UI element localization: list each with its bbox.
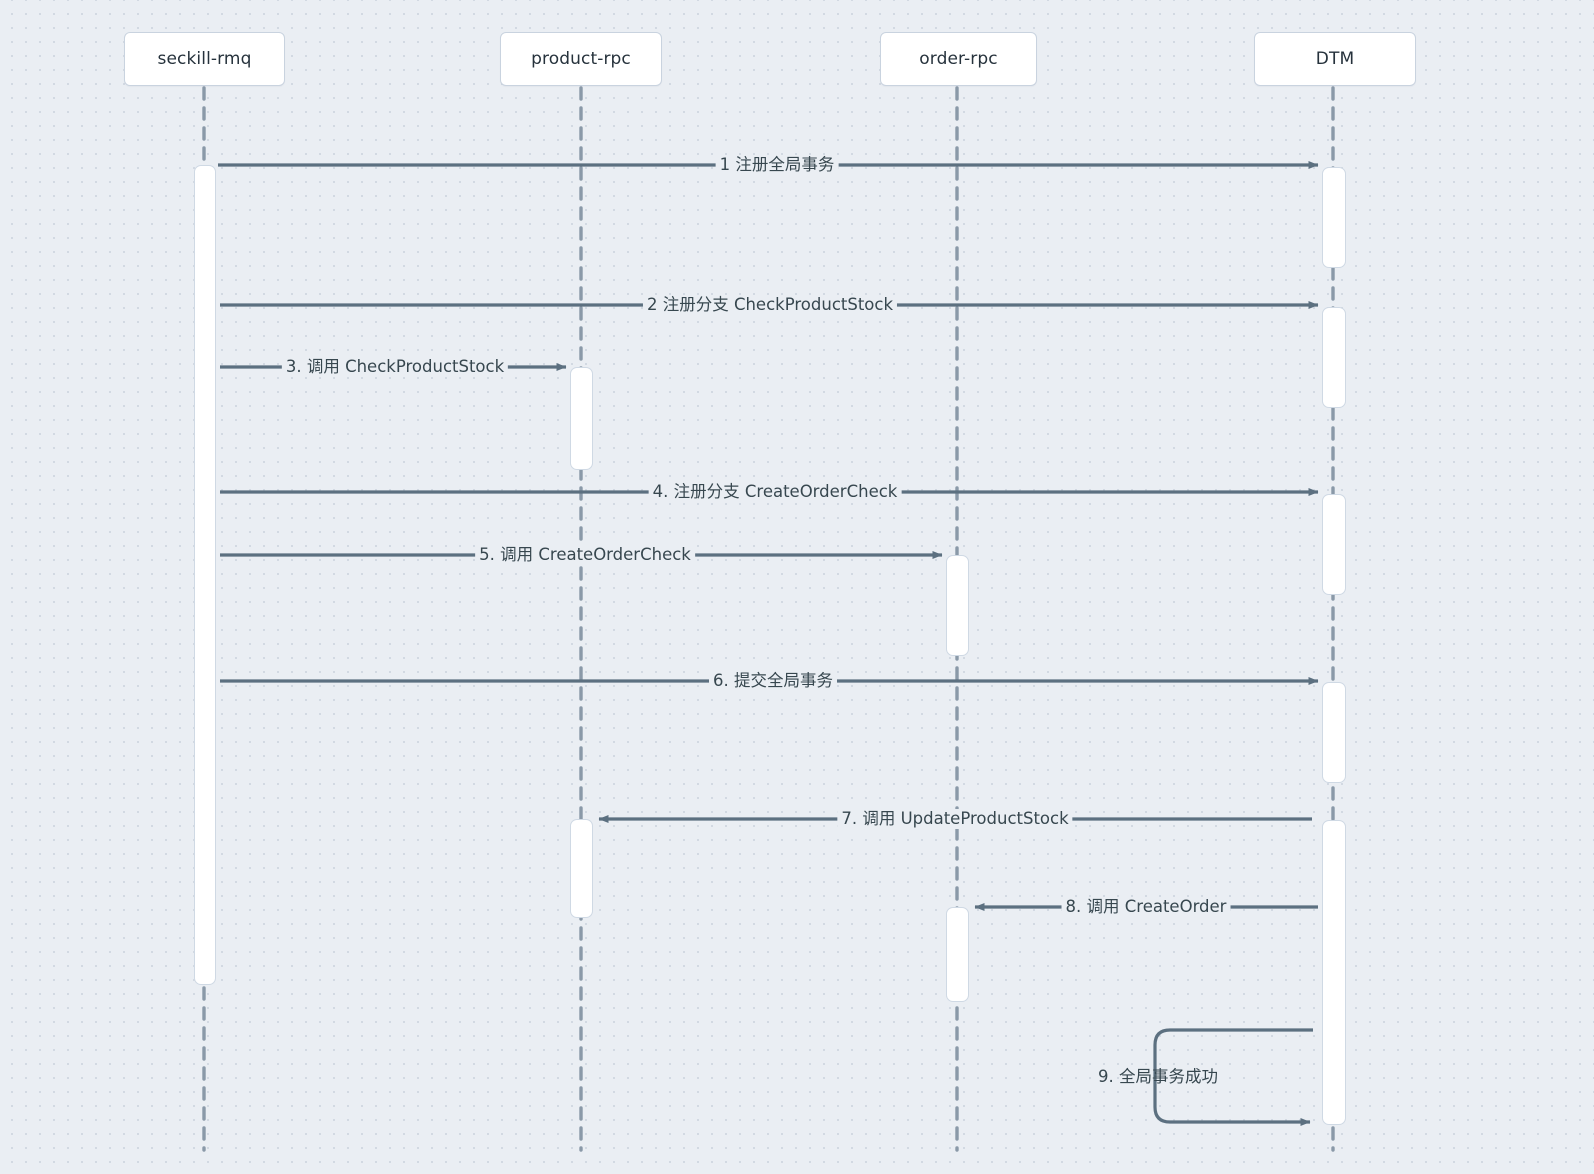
- activation-bar-product-rpc-1: [570, 367, 593, 470]
- message-label-9: 9. 全局事务成功: [1098, 1067, 1218, 1086]
- activation-bar-order-rpc-2: [946, 907, 969, 1002]
- message-arrow-9-self-loop: [1153, 1028, 1313, 1126]
- message-label-1: 1 注册全局事务: [715, 155, 839, 175]
- activation-bar-dtm-5: [1322, 820, 1346, 1125]
- message-label-3: 3. 调用 CheckProductStock: [281, 357, 509, 377]
- message-label-4: 4. 注册分支 CreateOrderCheck: [648, 482, 902, 502]
- message-label-8: 8. 调用 CreateOrder: [1061, 897, 1231, 917]
- participant-order-rpc[interactable]: order-rpc: [880, 32, 1037, 86]
- participant-dtm[interactable]: DTM: [1254, 32, 1416, 86]
- lifelines: [202, 86, 1335, 1152]
- participant-label: seckill-rmq: [157, 49, 252, 69]
- activation-bar-dtm-3: [1322, 494, 1346, 595]
- message-label-7: 7. 调用 UpdateProductStock: [837, 809, 1073, 829]
- activation-bar-dtm-1: [1322, 167, 1346, 268]
- activation-bar-dtm-4: [1322, 682, 1346, 783]
- message-label-5: 5. 调用 CreateOrderCheck: [475, 545, 695, 565]
- message-label-2: 2 注册分支 CheckProductStock: [642, 295, 898, 315]
- participant-product-rpc[interactable]: product-rpc: [500, 32, 662, 86]
- activation-bar-product-rpc-2: [570, 819, 593, 918]
- participant-label: order-rpc: [919, 49, 998, 69]
- participant-seckill-rmq[interactable]: seckill-rmq: [124, 32, 285, 86]
- message-label-6: 6. 提交全局事务: [709, 671, 837, 691]
- activation-bar-seckill-rmq-1: [194, 165, 216, 985]
- activation-bar-order-rpc-1: [946, 555, 969, 656]
- participant-label: product-rpc: [531, 49, 631, 69]
- participant-label: DTM: [1315, 49, 1355, 69]
- activation-bar-dtm-2: [1322, 307, 1346, 408]
